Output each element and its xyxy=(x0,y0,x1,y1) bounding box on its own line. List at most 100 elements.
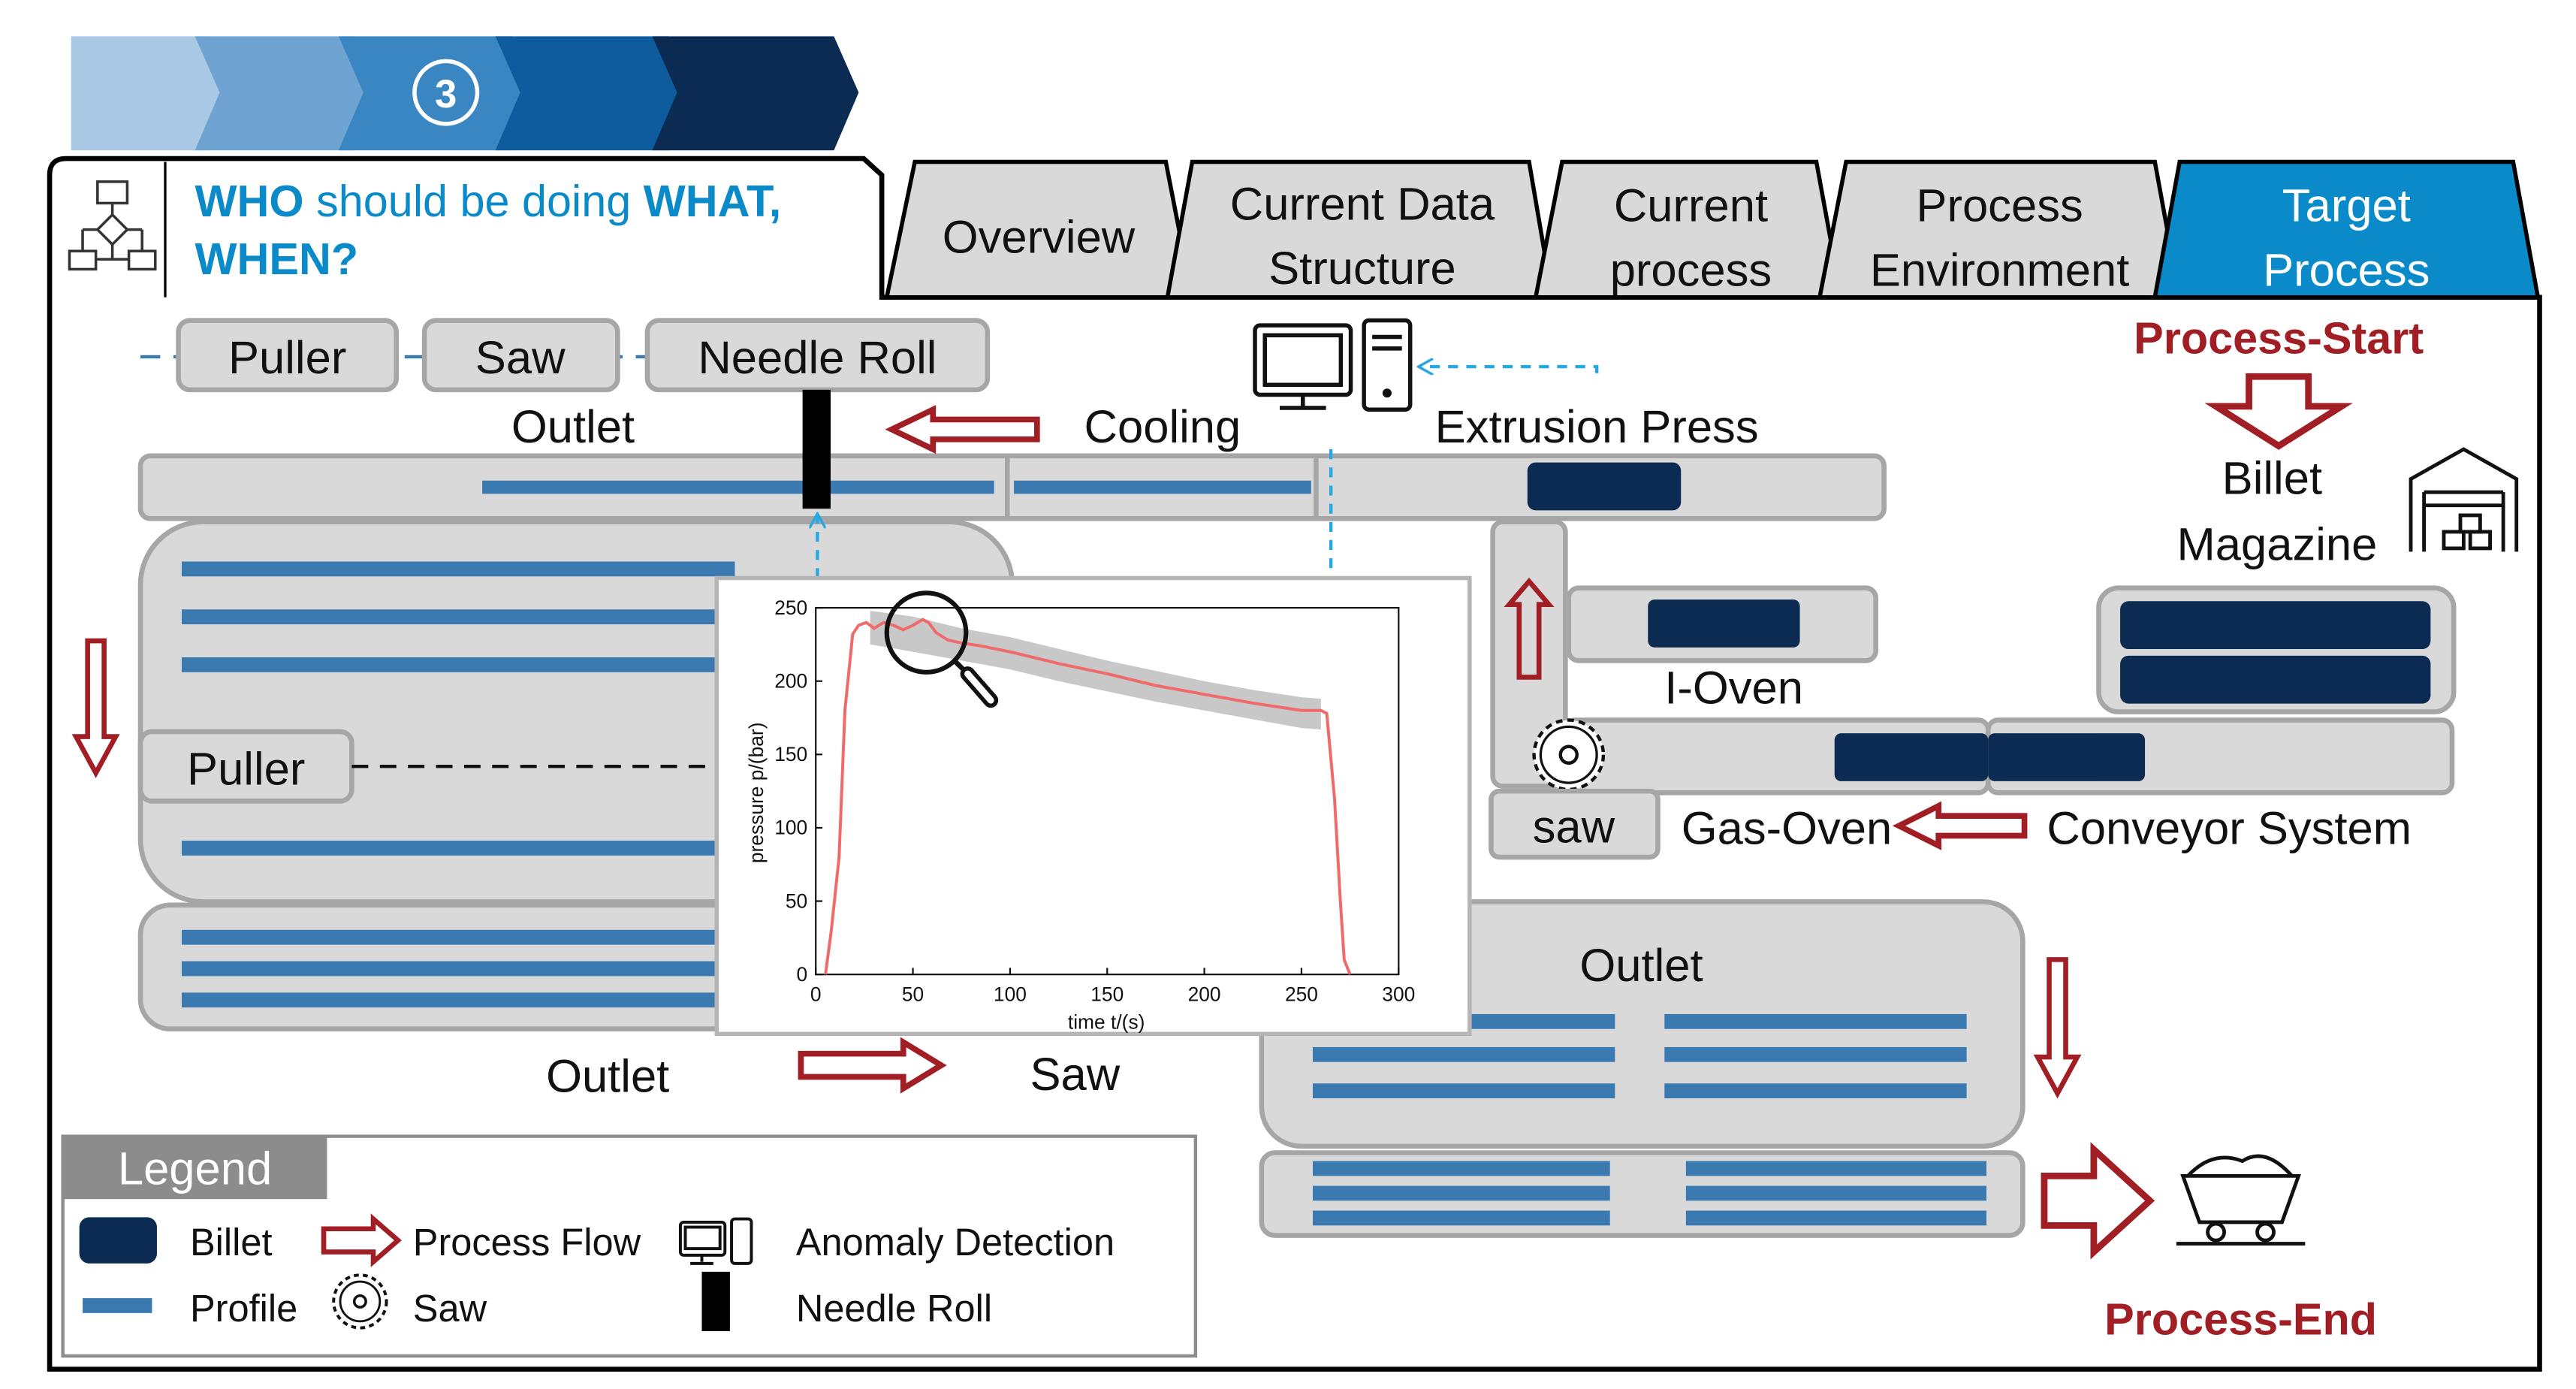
profiles-bottom-bed xyxy=(1312,1161,1986,1226)
svg-text:Puller: Puller xyxy=(228,332,346,384)
legend-title: Legend xyxy=(118,1143,272,1194)
label-billet-magazine-line2: Magazine xyxy=(2177,518,2378,570)
saw-blade-icon xyxy=(1532,718,1606,792)
machine-puller-top: Puller xyxy=(176,318,400,393)
label-saw-bottom: Saw xyxy=(1030,1049,1121,1101)
label-gas-oven: Gas-Oven xyxy=(1682,802,1892,854)
tab-current-process[interactable]: Current process xyxy=(1533,159,1844,300)
billet-extrusion-press xyxy=(1527,462,1682,511)
tab-target-process[interactable]: Target Process xyxy=(2152,159,2541,300)
chart-y-tick-label: 50 xyxy=(786,889,807,912)
billet-conveyor xyxy=(1988,733,2146,781)
svg-text:Needle Roll: Needle Roll xyxy=(698,332,937,384)
flowchart-icon xyxy=(68,180,157,271)
legend-label-saw: Saw xyxy=(413,1287,487,1330)
label-process-start: Process-Start xyxy=(2134,313,2424,363)
chart-y-tick-label: 250 xyxy=(774,596,807,619)
warehouse-icon xyxy=(2409,447,2519,552)
chart-x-tick-label: 150 xyxy=(1090,983,1124,1005)
profile-top-cooling xyxy=(1014,480,1311,494)
chart-x-tick-label: 0 xyxy=(810,983,822,1005)
tab-target-process-line2: Process xyxy=(2263,244,2430,296)
label-outlet-top: Outlet xyxy=(511,401,635,453)
label-process-end: Process-End xyxy=(2104,1294,2377,1344)
label-outlet-right: Outlet xyxy=(1579,940,1703,992)
legend-label-needle-roll: Needle Roll xyxy=(796,1287,992,1330)
step-number: 3 xyxy=(435,72,457,116)
label-extrusion-press: Extrusion Press xyxy=(1435,401,1759,453)
tab-process-environment[interactable]: Process Environment xyxy=(1817,159,2182,300)
vertical-conveyor xyxy=(1490,519,1568,789)
tab-current-process-line1: Current xyxy=(1614,180,1768,232)
profiles-upper-bed xyxy=(181,561,735,856)
step-circle xyxy=(412,59,480,126)
data-link-press-to-pc xyxy=(1420,367,1599,373)
chart-x-tick-label: 300 xyxy=(1382,983,1415,1005)
tab-overview[interactable]: Overview xyxy=(884,159,1195,300)
chart-y-tick-label: 100 xyxy=(774,817,807,839)
flow-arrow-up xyxy=(1504,577,1555,680)
tab-current-data-structure-line2: Structure xyxy=(1268,243,1456,294)
flow-arrow-cooling xyxy=(885,405,1040,454)
flow-arrow-conveyor-to-oven xyxy=(1892,801,2028,850)
process-flow-arrow-icon xyxy=(321,1213,403,1267)
flow-arrow-down-right xyxy=(2033,957,2082,1099)
chart-x-tick-label: 50 xyxy=(902,983,924,1005)
legend: Legend Billet Process Flow Anomaly Detec… xyxy=(61,1134,1198,1358)
flow-arrow-end xyxy=(2041,1142,2155,1260)
needle-roll-bar xyxy=(802,389,831,509)
step-banner: 3 xyxy=(71,36,859,151)
machine-saw-top: Saw xyxy=(421,318,620,393)
header-question-line1: WHO should be doing WHAT, xyxy=(195,176,782,226)
chart-x-axis-label: time t/(s) xyxy=(1068,1011,1145,1034)
machine-saw-small: saw xyxy=(1489,788,1661,860)
legend-label-process-flow: Process Flow xyxy=(413,1221,641,1264)
tab-current-data-structure-line1: Current Data xyxy=(1230,178,1495,230)
chart-x-tick-label: 250 xyxy=(1285,983,1318,1005)
tab-current-data-structure[interactable]: Current Data Structure xyxy=(1165,159,1555,300)
saw-blade-icon-legend xyxy=(332,1273,388,1330)
machine-needle-roll: Needle Roll xyxy=(644,318,991,393)
tab-overview-label: Overview xyxy=(943,211,1136,263)
profiles-lower-bed xyxy=(181,929,727,1008)
top-conveyor xyxy=(137,453,1887,521)
billet-swatch xyxy=(79,1217,157,1264)
legend-label-billet: Billet xyxy=(190,1221,273,1264)
flow-arrow-outlet-to-saw xyxy=(798,1037,947,1094)
chart-x-tick-label: 200 xyxy=(1188,983,1221,1005)
machine-puller-left: Puller xyxy=(137,729,354,804)
label-conveyor-system: Conveyor System xyxy=(2047,802,2412,854)
legend-label-anomaly-detection: Anomaly Detection xyxy=(796,1221,1115,1264)
tab-target-process-line1: Target xyxy=(2282,180,2411,232)
mine-cart-icon xyxy=(2176,1154,2306,1246)
label-cooling: Cooling xyxy=(1084,401,1241,453)
billet-magazine-1 xyxy=(2120,601,2431,650)
flow-arrow-start xyxy=(2204,373,2353,450)
profile-top-outlet xyxy=(482,480,994,494)
chart-y-tick-label: 0 xyxy=(797,963,808,986)
tab-process-environment-line2: Environment xyxy=(1870,244,2130,296)
chart-y-tick-label: 150 xyxy=(774,743,807,765)
svg-text:Saw: Saw xyxy=(475,332,566,384)
svg-text:Puller: Puller xyxy=(187,743,305,795)
chart-x-tick-label: 100 xyxy=(994,983,1027,1005)
legend-label-profile: Profile xyxy=(190,1287,297,1330)
flow-arrow-down-left xyxy=(71,638,120,778)
label-outlet-bottom: Outlet xyxy=(546,1050,669,1102)
chart-frame xyxy=(714,575,1472,1037)
chart-y-axis-label: pressure p/(bar) xyxy=(745,722,768,863)
label-billet-magazine-line1: Billet xyxy=(2222,452,2322,504)
computer-icon-legend xyxy=(678,1217,753,1265)
profile-swatch xyxy=(83,1298,152,1313)
billet-gas-oven xyxy=(1834,733,1989,781)
svg-text:saw: saw xyxy=(1533,801,1615,853)
magnifier-icon xyxy=(884,590,999,708)
chart-series-line-0 xyxy=(824,618,1352,975)
billet-i-oven xyxy=(1648,599,1800,648)
computer-icon xyxy=(1253,318,1413,412)
tab-current-process-line2: process xyxy=(1610,244,1772,296)
tab-process-environment-line1: Process xyxy=(1916,180,2083,232)
label-i-oven: I-Oven xyxy=(1664,663,1803,714)
